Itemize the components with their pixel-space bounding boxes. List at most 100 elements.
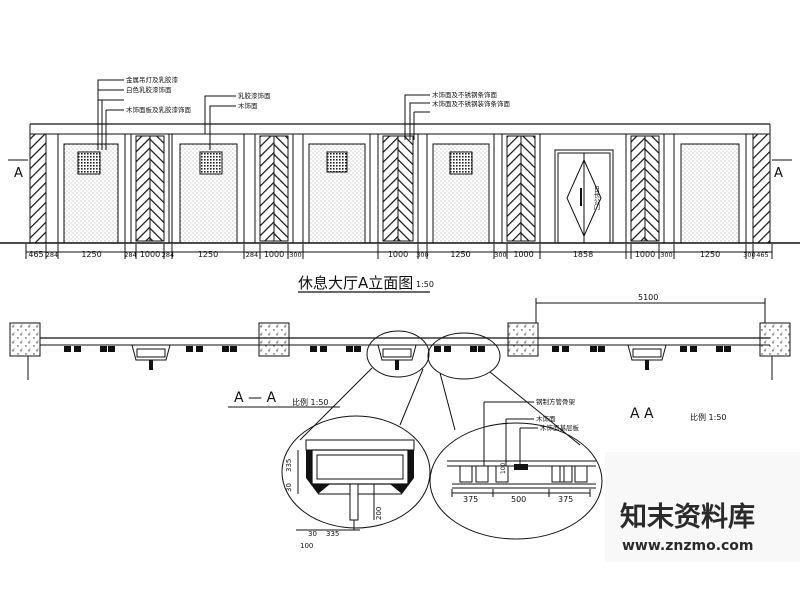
detail-stud	[495, 465, 509, 483]
detail-right-dim-375b: 375	[558, 495, 573, 504]
detail-left-dim-30v: 30	[285, 483, 293, 492]
elevation-dim-value: 300	[494, 251, 506, 259]
detail-right: 钢制方管骨架 木饰面 木饰面基层板 375 500 375 100	[429, 397, 603, 540]
plan-dim-5100: 5100	[638, 293, 658, 302]
elevation-dim-value: 1250	[700, 250, 720, 259]
elevation-title: 休息大厅A立面图	[298, 274, 413, 292]
callout-2a: 乳胶漆饰面	[238, 91, 271, 100]
callout-texts: 金属吊灯及乳胶漆 白色乳胶漆饰面 木饰面板及乳胶漆饰面 乳胶漆饰面 木饰面 木饰…	[126, 75, 511, 114]
wall-panels	[57, 133, 747, 244]
fixing-block	[552, 346, 559, 352]
column-plan	[507, 322, 539, 357]
elevation-dim-value: 1250	[198, 250, 218, 259]
fixing-block	[434, 346, 441, 352]
section-label-right: A A	[630, 406, 654, 422]
detail-right-dim-375a: 375	[463, 495, 478, 504]
pillar-section	[377, 344, 417, 370]
elevation-scale: 1:50	[416, 280, 434, 289]
zoom-circle-right	[427, 332, 501, 380]
fixing-block	[590, 346, 597, 352]
elevation-dim-value: 300	[660, 251, 672, 259]
elevation-view: 日长公门 A A 金属吊灯及乳胶漆 白色乳胶漆饰面 木饰面板及乳胶漆饰面 乳胶漆…	[0, 75, 800, 293]
detail-stud	[551, 465, 565, 483]
callout-1b: 白色乳胶漆饰面	[126, 85, 172, 94]
section-mark-right: A	[774, 166, 783, 181]
section-mark-left: A	[14, 166, 23, 181]
detail-stud	[574, 465, 588, 483]
detail-right-callout-1: 钢制方管骨架	[536, 397, 576, 406]
fixing-block	[478, 346, 485, 352]
callout-1c: 木饰面板及乳胶漆饰面	[126, 105, 192, 114]
pillar-section	[627, 344, 667, 370]
detail-stud	[559, 465, 573, 483]
fixing-block	[196, 346, 203, 352]
elevation-dim-value: 1000	[388, 250, 408, 259]
detail-right-dim-500: 500	[511, 495, 526, 504]
fixing-block	[470, 346, 477, 352]
detail-stud	[475, 465, 489, 483]
elevation-dim-value: 1858	[573, 250, 593, 259]
detail-left: 335 30 30 335 100 200	[281, 415, 431, 550]
detail-left-dim-30h: 30	[308, 530, 317, 538]
detail-right-callout-2: 木饰面	[536, 414, 556, 423]
fixing-block	[598, 346, 605, 352]
elevation-dim-value: 300	[743, 251, 755, 259]
fixing-block	[108, 346, 115, 352]
column-plan	[759, 322, 791, 357]
fixing-block	[230, 346, 237, 352]
fixing-block	[186, 346, 193, 352]
elevation-dim-value: 300	[416, 251, 428, 259]
detail-stud	[459, 465, 473, 483]
callout-leaders	[97, 79, 430, 150]
fixing-block	[346, 346, 353, 352]
glass-double-door: 日长公门	[554, 149, 614, 244]
fixing-block	[444, 346, 451, 352]
detail-left-dim-335v: 335	[285, 459, 293, 472]
elevation-dim-value: 284	[124, 251, 136, 259]
elevation-dim-value: 1000	[264, 250, 284, 259]
elevation-dim-value: 284	[162, 251, 174, 259]
elevation-dim-value: 284	[46, 251, 58, 259]
fixing-block	[354, 346, 361, 352]
section-scale-left: 比例 1:50	[292, 397, 329, 407]
callout-1a: 金属吊灯及乳胶漆	[126, 75, 179, 84]
fixing-block	[562, 346, 569, 352]
elevation-dim-value: 1250	[81, 250, 101, 259]
fixing-block	[320, 346, 327, 352]
column-plan	[9, 322, 41, 357]
column-plan	[258, 322, 290, 357]
fixing-block	[64, 346, 71, 352]
detail-right-callout-3: 木饰面基层板	[540, 423, 580, 432]
watermark-url: www.znzmo.com	[622, 538, 754, 554]
fixing-block	[724, 346, 731, 352]
door-label: 日长公门	[593, 186, 600, 211]
fixing-block	[100, 346, 107, 352]
elevation-dim-value: 1000	[140, 250, 160, 259]
callout-2b: 木饰面	[238, 101, 258, 110]
watermark: 知末资料库 www.znzmo.com	[605, 452, 800, 562]
fixing-block	[222, 346, 229, 352]
fixing-block	[74, 346, 81, 352]
elevation-dim-value: 1250	[450, 250, 470, 259]
section-scale-right: 比例 1:50	[690, 412, 727, 422]
detail-right-dim-100: 100	[500, 462, 507, 474]
callout-3b: 木饰面及不锈钢装饰条饰面	[432, 99, 511, 108]
detail-left-dim-200: 200	[375, 507, 383, 520]
elevation-dim-value: 1000	[635, 250, 655, 259]
detail-left-dim-100: 100	[300, 542, 313, 550]
elevation-dim-value: 465	[756, 251, 768, 259]
elevation-dim-value: 300	[289, 251, 301, 259]
plan-view: 5100 A — A 比例 1:50 A A 比例 1:50	[9, 293, 791, 446]
hatched-pillars	[29, 133, 771, 244]
pillar-section	[131, 344, 171, 370]
elevation-dim-value: 465	[28, 250, 43, 259]
elevation-dim-value: 1000	[513, 250, 533, 259]
fixing-block	[310, 346, 317, 352]
callout-3a: 木饰面及不锈钢条饰面	[432, 90, 498, 99]
watermark-brand: 知末资料库	[620, 502, 755, 533]
detail-left-dim-335h: 335	[326, 530, 339, 538]
detail-clip	[514, 464, 528, 470]
elevation-dim-value: 284	[246, 251, 258, 259]
